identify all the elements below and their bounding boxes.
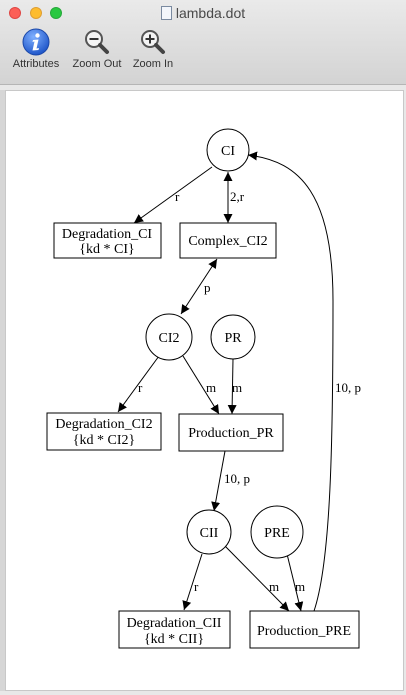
node-ci[interactable] bbox=[206, 128, 250, 172]
node-ci2-label: CI2 bbox=[159, 331, 180, 346]
node-degradation-cii-label-1: Degradation_CII bbox=[127, 616, 222, 631]
document-icon bbox=[160, 6, 172, 20]
node-cii-label: CII bbox=[200, 526, 219, 541]
close-window-button[interactable] bbox=[9, 7, 21, 19]
attributes-label: Attributes bbox=[12, 58, 60, 70]
attributes-button[interactable]: Attributes bbox=[8, 28, 64, 70]
node-degradation-ci2-label-1: Degradation_CI2 bbox=[55, 417, 152, 432]
node-complex-ci2-label: Complex_CI2 bbox=[188, 234, 267, 249]
graph-diagram: CI Degradation_CI {kd * CI} Complex_CI2 … bbox=[46, 128, 361, 649]
graph-canvas[interactable]: CI Degradation_CI {kd * CI} Complex_CI2 … bbox=[5, 90, 404, 691]
edge-label-ci2-to-production-pr: m bbox=[206, 380, 216, 395]
zoom-in-icon bbox=[141, 30, 165, 54]
edge-ci2-to-production-pr bbox=[182, 355, 220, 415]
window-title: lambda.dot bbox=[175, 5, 246, 21]
edge-production-pr-to-cii bbox=[211, 450, 226, 512]
zoom-out-label: Zoom Out bbox=[72, 58, 122, 70]
node-ci-label: CI bbox=[221, 144, 235, 159]
edge-cii-to-production-pre bbox=[224, 545, 290, 612]
edge-label-cii-to-degradation-cii: r bbox=[194, 579, 199, 594]
node-degradation-cii[interactable] bbox=[118, 610, 231, 649]
edge-label-complex-ci2-ci2: p bbox=[204, 280, 211, 295]
edge-label-ci-to-degradation-ci: r bbox=[175, 189, 180, 204]
left-border-strip bbox=[0, 90, 5, 691]
node-degradation-ci-label-1: Degradation_CI bbox=[62, 227, 153, 242]
node-production-pr[interactable] bbox=[178, 413, 284, 452]
title-bar: lambda.dot Attributes bbox=[0, 0, 406, 85]
node-pr[interactable] bbox=[210, 314, 256, 360]
edge-ci-to-degradation-ci bbox=[133, 166, 213, 224]
zoom-in-label: Zoom In bbox=[132, 58, 174, 70]
edge-ci2-to-degradation-ci2 bbox=[117, 355, 160, 413]
window-title-area: lambda.dot bbox=[0, 5, 406, 21]
edge-pre-to-production-pre bbox=[286, 553, 304, 612]
node-degradation-ci[interactable] bbox=[53, 222, 162, 259]
zoom-window-button[interactable] bbox=[50, 7, 62, 19]
edge-label-production-pr-to-cii: 10, p bbox=[224, 471, 250, 486]
edge-label-pr-to-production-pr: m bbox=[232, 380, 242, 395]
node-production-pre-label: Production_PRE bbox=[257, 624, 351, 639]
node-degradation-ci2[interactable] bbox=[46, 412, 162, 451]
zoom-out-button[interactable]: Zoom Out bbox=[68, 28, 126, 70]
node-degradation-ci-label-2: {kd * CI} bbox=[79, 242, 134, 257]
edge-complex-ci2-ci2 bbox=[180, 258, 218, 315]
edge-label-production-pre-to-ci: 10, p bbox=[335, 380, 361, 395]
minimize-window-button[interactable] bbox=[30, 7, 42, 19]
node-production-pr-label: Production_PR bbox=[188, 426, 274, 441]
edge-pr-to-production-pr bbox=[227, 358, 237, 415]
node-pr-label: PR bbox=[224, 331, 242, 346]
edge-label-ci2-to-degradation-ci2: r bbox=[138, 380, 143, 395]
node-pre[interactable] bbox=[250, 505, 304, 559]
node-pre-label: PRE bbox=[264, 526, 290, 541]
node-cii[interactable] bbox=[186, 509, 232, 555]
zoom-out-icon bbox=[85, 30, 109, 54]
edge-label-cii-to-production-pre: m bbox=[269, 579, 279, 594]
node-production-pre[interactable] bbox=[249, 610, 360, 649]
edge-production-pre-to-ci bbox=[247, 151, 334, 612]
node-degradation-ci2-label-2: {kd * CI2} bbox=[73, 433, 135, 448]
edge-label-pre-to-production-pre: m bbox=[295, 579, 305, 594]
node-complex-ci2[interactable] bbox=[179, 222, 277, 259]
node-ci2[interactable] bbox=[145, 313, 193, 361]
edge-cii-to-degradation-cii bbox=[182, 553, 203, 611]
edge-label-ci-complex-ci2: 2,r bbox=[230, 189, 245, 204]
zoom-in-button[interactable]: Zoom In bbox=[130, 28, 176, 70]
node-degradation-cii-label-2: {kd * CII} bbox=[144, 632, 204, 647]
info-icon bbox=[22, 28, 50, 56]
